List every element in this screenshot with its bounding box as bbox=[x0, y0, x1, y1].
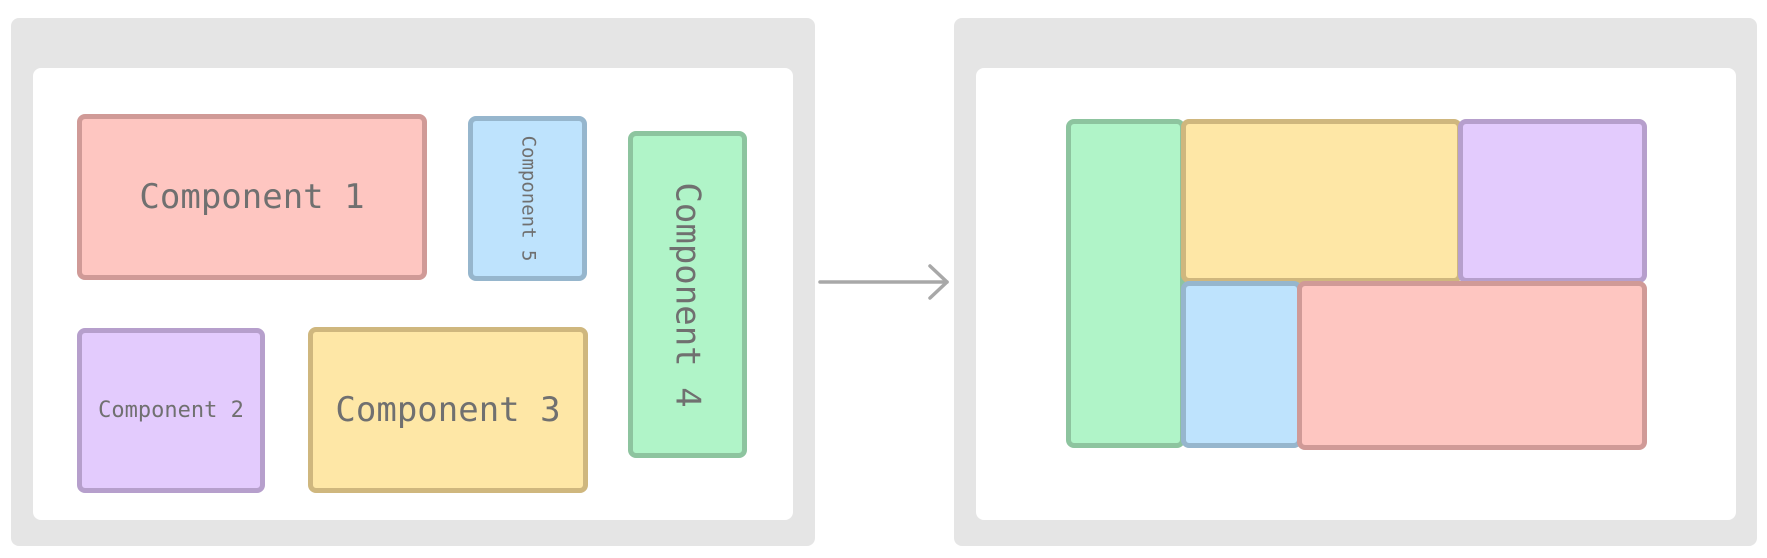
component-5: Component 5 bbox=[468, 116, 587, 281]
component-4: Component 4 bbox=[628, 131, 747, 458]
component-1-label: Component 1 bbox=[139, 177, 365, 217]
layout-block-component-1 bbox=[1297, 281, 1647, 450]
component-3-label: Component 3 bbox=[335, 390, 561, 430]
layout-block-component-5 bbox=[1181, 281, 1302, 448]
component-3: Component 3 bbox=[308, 327, 588, 493]
component-4-label: Component 4 bbox=[667, 181, 708, 408]
after-canvas bbox=[976, 68, 1736, 520]
after-panel bbox=[954, 18, 1757, 546]
component-5-label: Component 5 bbox=[517, 135, 539, 262]
arrow-right-icon bbox=[818, 264, 949, 300]
component-2: Component 2 bbox=[77, 328, 265, 493]
layout-block-component-2 bbox=[1458, 119, 1647, 283]
layout-block-component-3 bbox=[1181, 119, 1462, 283]
component-2-label: Component 2 bbox=[98, 397, 244, 423]
before-panel: Component 1 Component 5 Component 4 Comp… bbox=[11, 18, 815, 546]
component-1: Component 1 bbox=[77, 114, 427, 280]
layout-block-component-4 bbox=[1066, 119, 1185, 448]
before-canvas: Component 1 Component 5 Component 4 Comp… bbox=[33, 68, 793, 520]
